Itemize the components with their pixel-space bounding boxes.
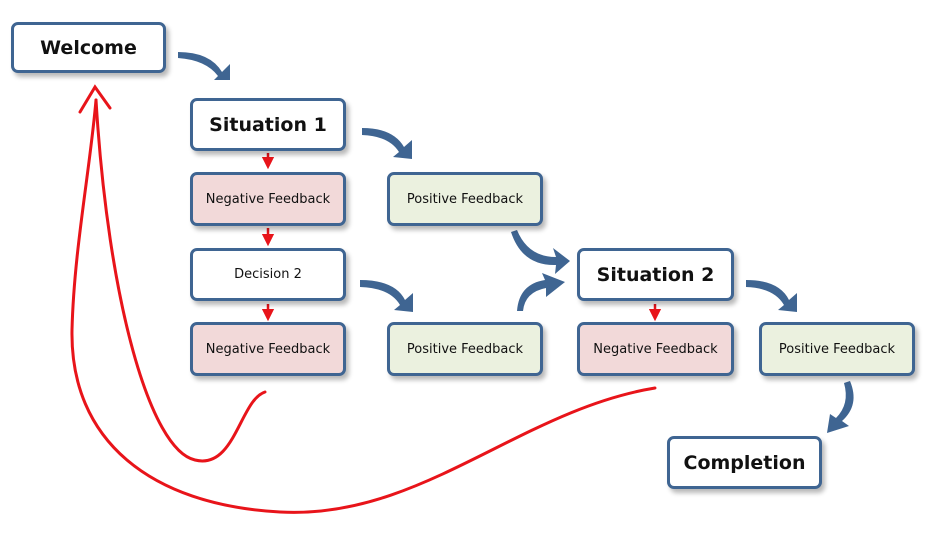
decision2-label: Decision 2 [234,267,302,282]
return-neg3-to-welcome [70,98,657,514]
welcome-label: Welcome [40,36,137,59]
arrow-situation2-to-positive3 [746,280,797,312]
positive-feedback-1-label: Positive Feedback [406,191,524,207]
situation2-label: Situation 2 [596,263,715,286]
positive-feedback-1-node: Positive Feedback [387,172,543,226]
positive-feedback-3-label: Positive Feedback [778,341,896,357]
arrow-decision2-to-positive2 [360,280,413,312]
completion-label: Completion [683,451,806,474]
decision2-node: Decision 2 [190,248,346,301]
situation2-node: Situation 2 [577,248,734,301]
positive-feedback-2-node: Positive Feedback [387,322,543,376]
arrow-welcome-to-situation1 [178,52,230,80]
negative-feedback-2-label: Negative Feedback [205,341,331,357]
blue-arrows [178,52,854,433]
arrow-situation1-to-positive1 [362,128,412,159]
negative-feedback-2-node: Negative Feedback [190,322,346,376]
red-return-arrows [70,84,657,514]
positive-feedback-3-node: Positive Feedback [759,322,915,376]
positive-feedback-2-label: Positive Feedback [406,341,524,357]
arrow-positive2-to-situation2 [517,273,565,311]
situation1-node: Situation 1 [190,98,346,151]
welcome-node: Welcome [11,22,166,73]
return-neg2-to-welcome [94,98,267,463]
return-arrowhead-icon [78,84,112,114]
red-down-arrows [261,153,662,322]
arrow-positive1-to-situation2 [511,230,570,274]
arrow-positive3-to-completion [827,381,854,433]
negative-feedback-3-node: Negative Feedback [577,322,734,376]
completion-node: Completion [667,436,822,489]
situation1-label: Situation 1 [209,113,327,136]
negative-feedback-1-label: Negative Feedback [205,191,331,207]
negative-feedback-1-node: Negative Feedback [190,172,346,226]
negative-feedback-3-label: Negative Feedback [593,341,718,357]
